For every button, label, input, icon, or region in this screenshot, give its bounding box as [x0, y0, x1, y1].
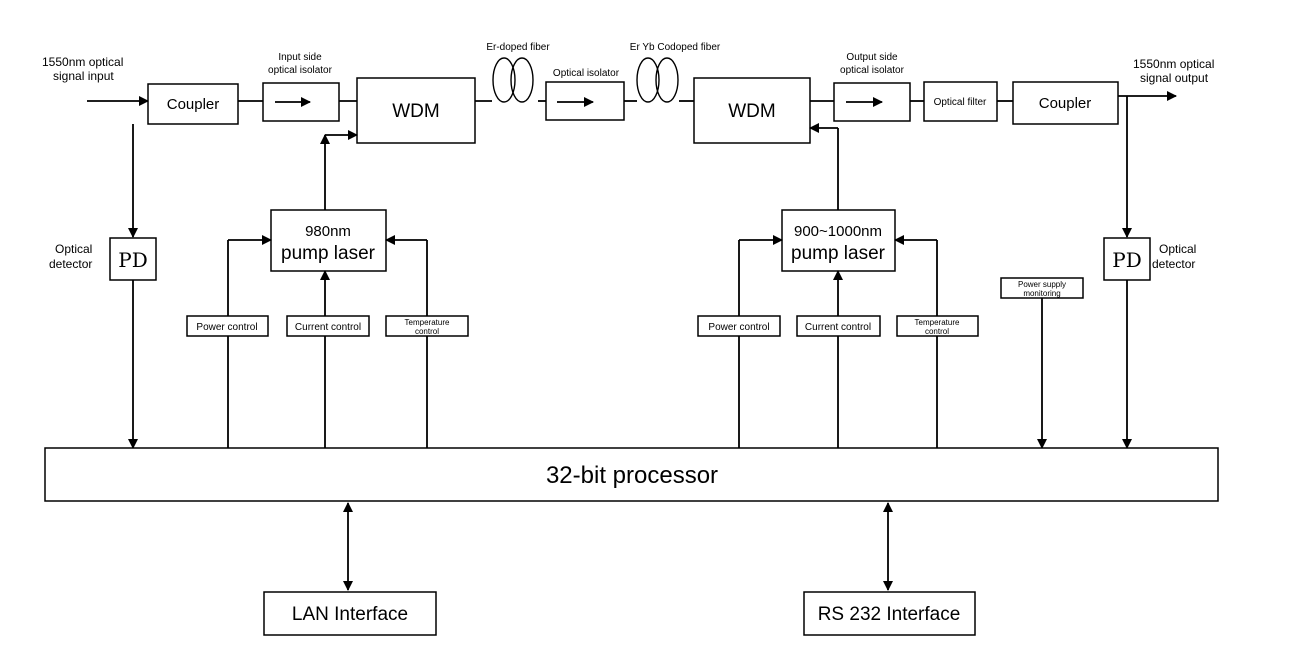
input-isolator-label-line1: Input side: [278, 52, 322, 63]
pump-left-label-line2: pump laser: [281, 243, 376, 264]
temp-left-label-line1: Temperature: [405, 318, 450, 327]
left-detector-label-line2: detector: [49, 257, 92, 271]
supply-label-line1: Power supply: [1018, 280, 1066, 289]
er-doped-fiber-label: Er-doped fiber: [486, 42, 550, 53]
input-signal-label-line2: signal input: [53, 69, 114, 83]
power-control-right-label: Power control: [708, 322, 769, 333]
pump-laser-right-box: [781, 209, 896, 272]
power-control-left-label: Power control: [196, 322, 257, 333]
output-isolator-label-line1: Output side: [846, 52, 898, 63]
er-doped-fiber-coil: [492, 57, 534, 103]
pump-right-label-line1: 900~1000nm: [794, 223, 882, 240]
temperature-control-left-box: [385, 315, 469, 337]
rs232-interface-box: [803, 591, 976, 636]
pd-left-box: [109, 237, 157, 281]
power-control-left-box: [186, 315, 269, 337]
pd-right-label: PD: [1112, 248, 1142, 272]
lan-interface-label: LAN Interface: [292, 604, 408, 625]
power-control-right-box: [697, 315, 781, 337]
coupler-right-box: [1012, 81, 1119, 125]
processor-label: 32-bit processor: [546, 462, 718, 489]
er-yb-fiber-label: Er Yb Codoped fiber: [630, 42, 721, 53]
current-control-left-label: Current control: [295, 322, 361, 333]
wdm-right-box: [693, 77, 811, 144]
temp-right-label-line2: control: [925, 327, 949, 336]
optical-filter-label: Optical filter: [934, 97, 987, 108]
output-signal-label-line2: signal output: [1140, 71, 1209, 85]
current-control-right-box: [796, 315, 881, 337]
wdm-left-label: WDM: [392, 101, 439, 122]
lan-interface-box: [263, 591, 437, 636]
mid-isolator-label: Optical isolator: [553, 68, 620, 79]
right-detector-label-line2: detector: [1152, 257, 1195, 271]
wdm-left-box: [356, 77, 476, 144]
wdm-right-label: WDM: [728, 101, 775, 122]
left-detector-label-line1: Optical: [55, 242, 92, 256]
temperature-control-right-box: [896, 315, 979, 337]
current-control-left-box: [286, 315, 370, 337]
temp-left-label-line2: control: [415, 327, 439, 336]
pump-laser-left-box: [270, 209, 387, 272]
pump-right-label-line2: pump laser: [791, 243, 886, 264]
coupler-right-label: Coupler: [1039, 95, 1092, 112]
output-signal-label-line1: 1550nm optical: [1133, 57, 1214, 71]
mid-isolator-box: [545, 81, 625, 121]
er-yb-codoped-fiber-coil: [636, 57, 679, 103]
pump-left-label-line1: 980nm: [305, 223, 351, 240]
output-isolator-label-line2: optical isolator: [840, 65, 905, 76]
processor-box: [44, 447, 1219, 502]
coupler-left-box: [147, 83, 239, 125]
pd-left-label: PD: [118, 248, 148, 272]
supply-label-line2: monitoring: [1023, 289, 1060, 298]
rs232-interface-label: RS 232 Interface: [818, 604, 961, 625]
input-isolator-label-line2: optical isolator: [268, 65, 333, 76]
right-detector-label-line1: Optical: [1159, 242, 1196, 256]
coupler-left-label: Coupler: [167, 96, 220, 113]
current-control-right-label: Current control: [805, 322, 871, 333]
input-signal-label-line1: 1550nm optical: [42, 55, 123, 69]
pd-right-box: [1103, 237, 1151, 281]
optical-filter-box: [923, 81, 998, 122]
temp-right-label-line1: Temperature: [915, 318, 960, 327]
